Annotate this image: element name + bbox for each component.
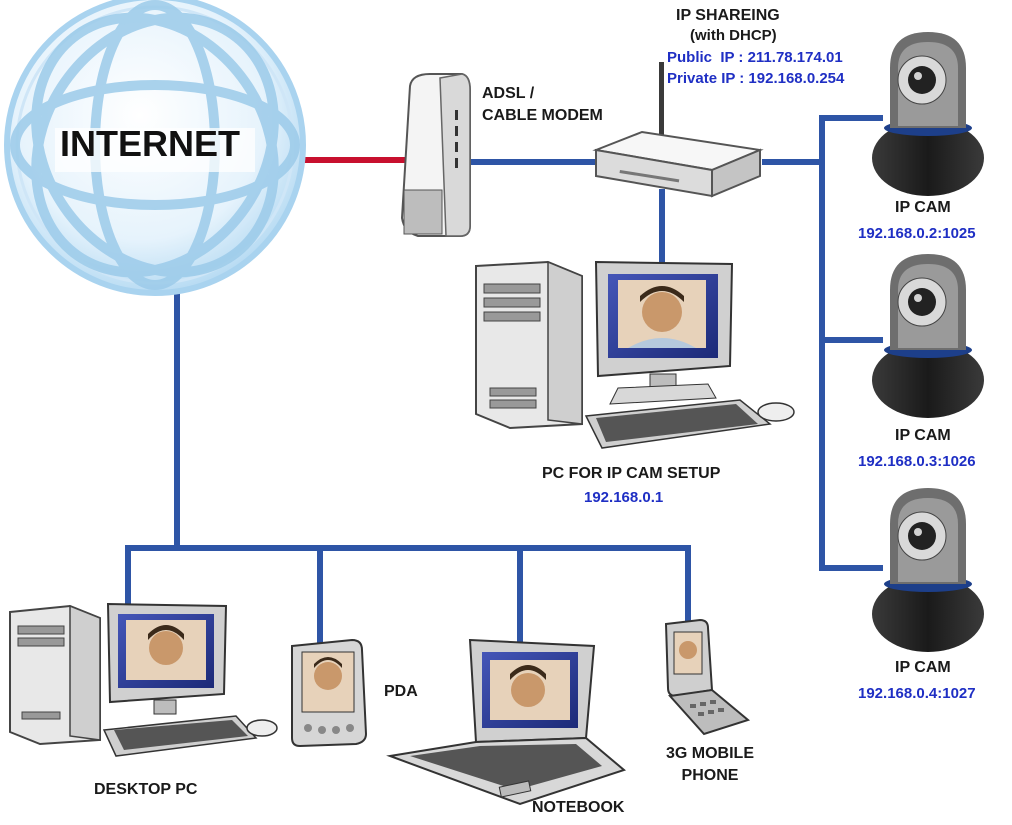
notebook-icon [386,638,627,806]
internet-globe-icon [4,0,306,296]
modem-label-line2: CABLE MODEM [482,107,603,124]
modem-icon [400,73,471,237]
internet-label: INTERNET [60,123,240,164]
phone-label-line2: PHONE [681,767,739,784]
cam-1-label: IP CAM [895,199,951,216]
cam-1-ip: 192.168.0.2:1025 [858,225,976,242]
router-public-ip: Public IP : 211.78.174.01 [667,49,843,66]
mobile-phone-icon [664,618,751,736]
setup-pc-ip: 192.168.0.1 [584,489,664,506]
desktop-label: DESKTOP PC [94,781,198,798]
ip-cam-2-icon [872,254,984,418]
router-icon [592,62,764,198]
ip-cam-3-icon [872,488,984,652]
connection-lines [125,115,883,643]
notebook-label: NOTEBOOK [532,799,625,816]
pda-icon [291,638,368,748]
cam-2-label: IP CAM [895,427,951,444]
cam-3-label: IP CAM [895,659,951,676]
cam-3-ip: 192.168.0.4:1027 [858,685,976,702]
modem-label-line1: ADSL / [482,85,535,102]
setup-pc-label: PC FOR IP CAM SETUP [542,465,721,482]
ip-cam-1-icon [872,32,984,196]
router-label-line2: (with DHCP) [690,27,777,44]
cam-2-ip: 192.168.0.3:1026 [858,453,976,470]
setup-pc-icon [475,260,795,449]
desktop-pc-icon [9,602,278,757]
router-label-line1: IP SHAREING [676,7,780,24]
phone-label-line1: 3G MOBILE [665,745,754,762]
pda-label: PDA [384,683,418,700]
router-private-ip: Private IP : 192.168.0.254 [667,70,845,87]
